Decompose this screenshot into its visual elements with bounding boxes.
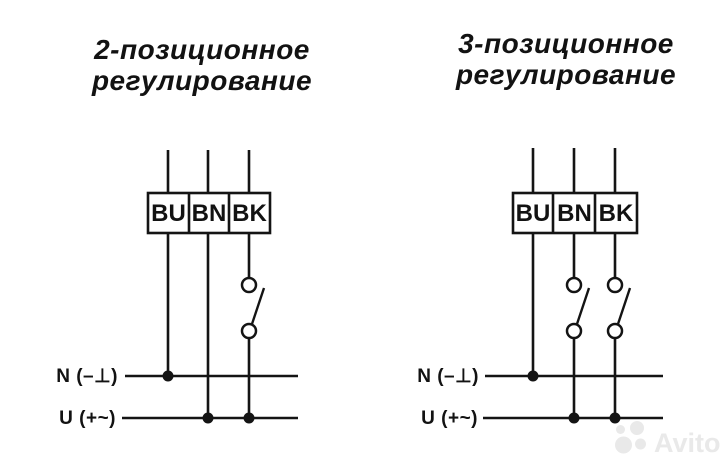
junction-dot: [243, 412, 255, 424]
switch-contact-top: [240, 276, 258, 294]
n-bus-label: N (–⊥): [417, 366, 479, 387]
title-3-position: 3-позиционное регулирование: [416, 28, 716, 90]
u-bus-label: U (+~): [59, 408, 116, 429]
junction-dot: [162, 370, 174, 382]
diagram-2-position: BU BN BK N (–⊥) U (+~: [56, 150, 298, 429]
terminal-box: BU BN BK: [511, 191, 639, 235]
switch-symbol-bn: [565, 276, 591, 340]
terminal-label-bk: BK: [232, 200, 267, 227]
title-2-position-line2: регулирование: [91, 65, 313, 96]
switch-contact-top: [565, 276, 583, 294]
switch-symbol-bk: [606, 276, 632, 340]
terminal-label-bk: BK: [599, 200, 634, 227]
u-bus-label: U (+~): [421, 408, 478, 429]
terminal-label-bn: BN: [192, 200, 227, 227]
watermark: Avito: [615, 421, 720, 457]
terminal-box-outline: [511, 191, 639, 235]
title-2-position: 2-позиционное регулирование: [52, 34, 352, 96]
switch-contact-top: [606, 276, 624, 294]
watermark-text: Avito: [654, 428, 720, 457]
switch-contact-bottom: [240, 322, 258, 340]
junction-dot: [568, 412, 580, 424]
terminal-label-bu: BU: [151, 200, 186, 227]
switch-contact-bottom: [565, 322, 583, 340]
junction-dot: [202, 412, 214, 424]
title-2-position-line1: 2-позиционное: [94, 34, 310, 65]
terminal-label-bu: BU: [516, 200, 551, 227]
junction-dot: [609, 412, 621, 424]
switch-contact-bottom: [606, 322, 624, 340]
title-3-position-line1: 3-позиционное: [458, 28, 674, 59]
avito-logo-icon: [615, 421, 646, 454]
switch-blade: [616, 287, 632, 325]
junction-dot: [527, 370, 539, 382]
diagram-3-position: BU BN BK: [417, 148, 663, 429]
switch-blade: [250, 287, 266, 325]
terminal-box-outline: [146, 191, 272, 235]
switch-symbol-bk: [240, 276, 266, 340]
terminal-box: BU BN BK: [146, 191, 272, 235]
switch-blade: [575, 287, 591, 325]
terminal-label-bn: BN: [557, 200, 592, 227]
n-bus-label: N (–⊥): [56, 366, 118, 387]
title-3-position-line2: регулирование: [455, 59, 677, 90]
